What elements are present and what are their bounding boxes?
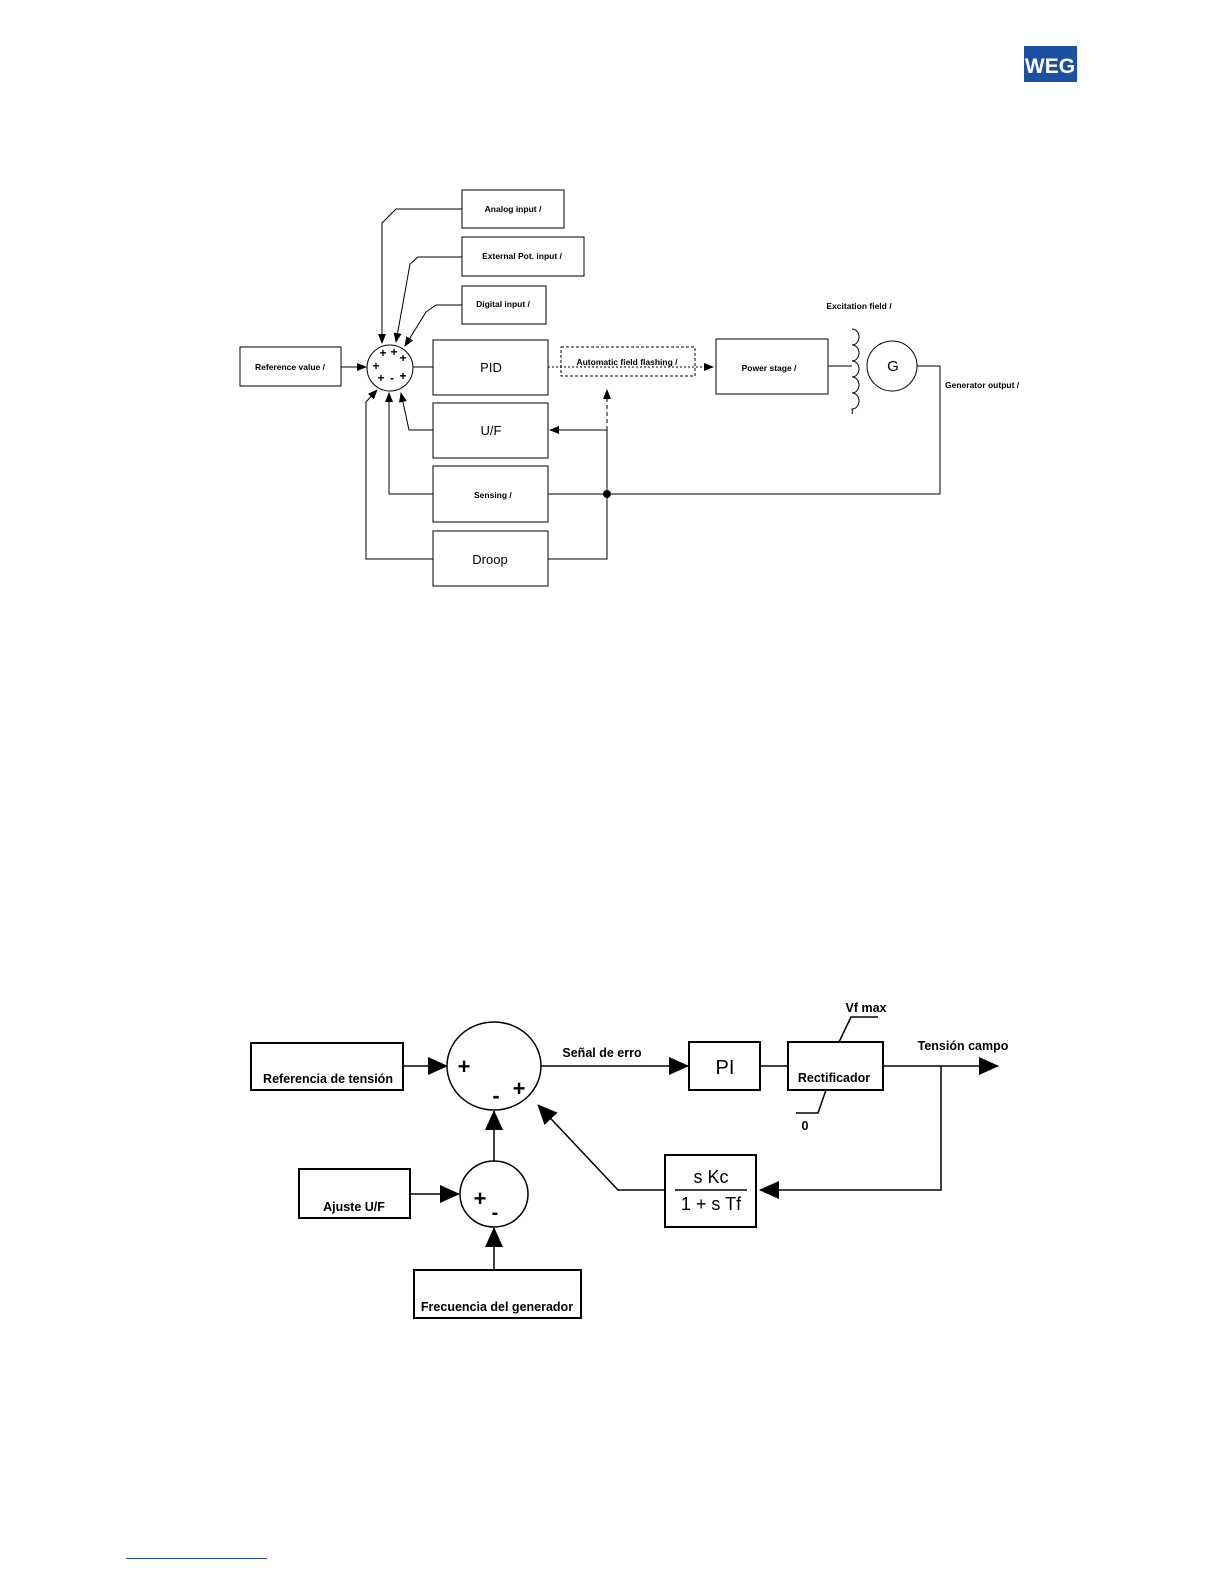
digital-input-label: Digital input /	[476, 299, 530, 309]
automatic-field-flashing-label: Automatic field flashing /	[576, 357, 678, 367]
excitation-field-label: Excitation field /	[826, 301, 892, 311]
referencia-label: Referencia de tensión	[263, 1072, 393, 1086]
to-uf-line	[549, 426, 608, 494]
summer1-sign-g: +	[399, 369, 406, 383]
vf-max-limit	[838, 1016, 878, 1043]
frecuencia-block	[413, 1269, 582, 1319]
rectificador-label: Rectificador	[798, 1071, 870, 1085]
analog-input-line	[378, 208, 462, 344]
external-pot-input-label: External Pot. input /	[482, 251, 562, 261]
zero-label: 0	[802, 1119, 809, 1133]
sensing-feedback-line	[385, 392, 433, 495]
summer2-sign-minus: -	[492, 1083, 499, 1108]
summing-junction-1	[366, 344, 414, 392]
analog-input-label: Analog input /	[485, 204, 542, 214]
tf-to-summer-line	[537, 1104, 665, 1191]
weg-logo: WEG	[1024, 46, 1077, 82]
diagram-1	[239, 189, 941, 587]
summer1-sign-d: +	[372, 359, 379, 373]
uf-feedback-line	[398, 392, 433, 431]
summer1-sign-b: +	[390, 345, 397, 359]
uf-label: U/F	[481, 423, 502, 438]
tf-denominator: 1 + s Tf	[681, 1194, 742, 1214]
to-droop-line	[548, 494, 608, 560]
automatic-field-flashing-block	[560, 346, 696, 377]
generator-label: G	[887, 358, 899, 375]
error-signal-label: Señal de erro	[562, 1046, 642, 1060]
sensing-label: Sensing /	[474, 490, 512, 500]
droop-feedback-line	[365, 389, 433, 560]
field-voltage-label: Tensión campo	[918, 1039, 1009, 1053]
summer3-sign-minus: -	[492, 1202, 499, 1224]
summer2-sign-plus-left: +	[458, 1054, 471, 1079]
summer3-sign-plus: +	[474, 1186, 487, 1211]
tf-numerator: s Kc	[693, 1167, 728, 1187]
footnote-separator	[126, 1558, 267, 1559]
external-pot-line	[393, 256, 462, 343]
summer1-sign-e: +	[377, 371, 384, 385]
excitation-coil	[851, 328, 860, 415]
summer1-sign-f: -	[390, 371, 394, 385]
zero-limit	[796, 1089, 827, 1114]
ajuste-uf-label: Ajuste U/F	[323, 1200, 385, 1214]
pid-label: PID	[480, 360, 502, 375]
logo-text: WEG	[1025, 55, 1075, 78]
summer1-sign-c: +	[399, 351, 406, 365]
pi-label: PI	[716, 1057, 735, 1079]
frecuencia-label: Frecuencia del generador	[421, 1300, 573, 1314]
transfer-function-block	[664, 1154, 757, 1228]
droop-label: Droop	[472, 552, 507, 567]
generator-output-label: Generator output /	[945, 380, 1020, 390]
power-stage-label: Power stage /	[742, 363, 797, 373]
reference-value-label: Reference value /	[255, 362, 326, 372]
feedback-to-tf-line	[759, 1066, 942, 1199]
vf-max-label: Vf max	[846, 1001, 887, 1015]
summer1-sign-a: +	[379, 346, 386, 360]
summer2-sign-plus-right: +	[513, 1076, 526, 1101]
digital-input-line	[404, 304, 462, 347]
diagram-2	[250, 1016, 999, 1319]
